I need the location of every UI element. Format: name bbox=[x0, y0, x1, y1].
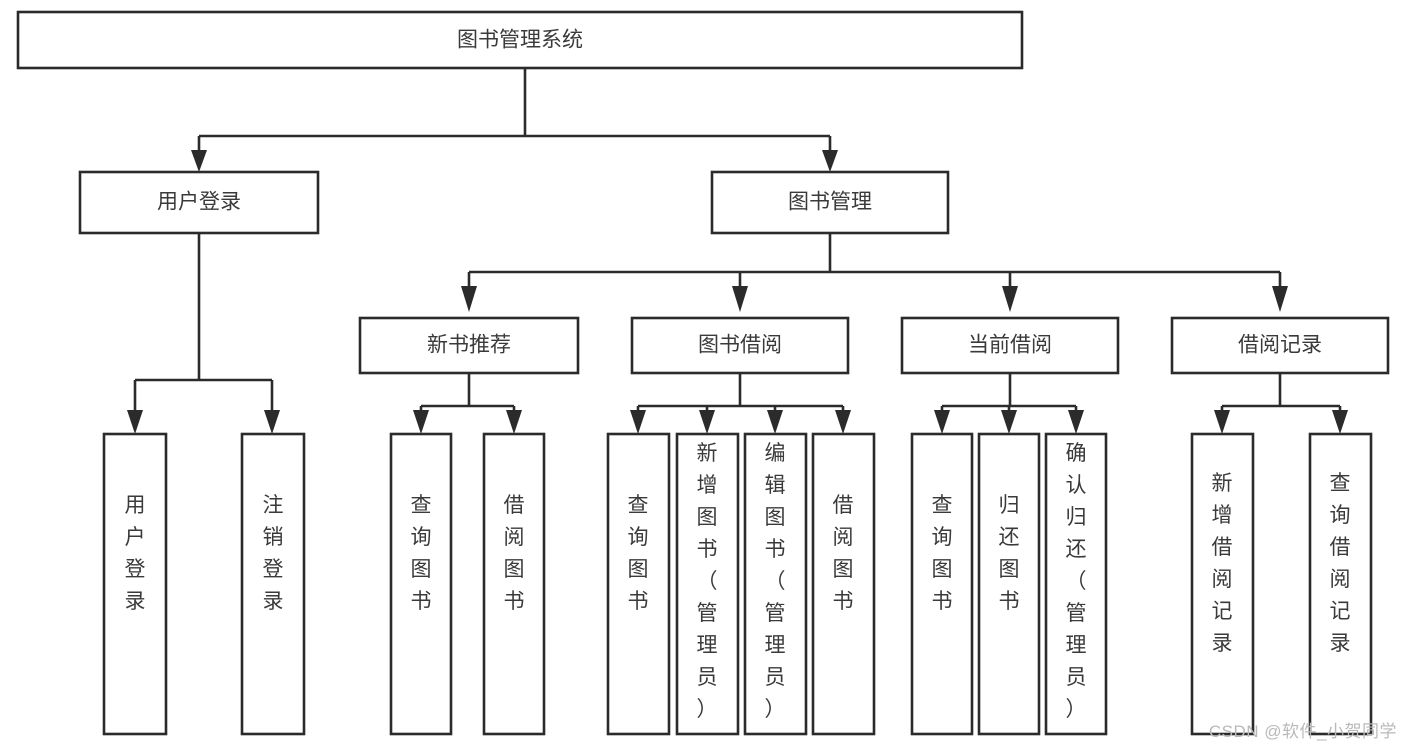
node-borrow-record-box[interactable] bbox=[1170, 316, 1390, 375]
node-leaf-edit-book[interactable]: 编辑图书（管理员） bbox=[743, 432, 808, 736]
node-leaf-add-record[interactable]: 新增借阅记录 bbox=[1190, 432, 1255, 736]
arrow-head-leaf-borrow-book-2 bbox=[835, 410, 851, 434]
node-new-book-recommend[interactable]: 新书推荐 bbox=[358, 316, 580, 375]
node-leaf-edit-book-box[interactable] bbox=[743, 432, 808, 736]
node-book-manage-box[interactable] bbox=[710, 170, 950, 235]
node-root-label: 图书管理系统 bbox=[457, 29, 583, 52]
node-leaf-query-book-2-box[interactable] bbox=[606, 432, 671, 736]
node-leaf-query-book-1-label: 查询图书 bbox=[411, 494, 432, 613]
node-current-borrow[interactable]: 当前借阅 bbox=[900, 316, 1120, 375]
node-leaf-borrow-book-1-box[interactable] bbox=[482, 432, 546, 736]
node-borrow-record[interactable]: 借阅记录 bbox=[1170, 316, 1390, 375]
node-book-borrow-box[interactable] bbox=[630, 316, 850, 375]
node-leaf-borrow-book-2-box[interactable] bbox=[811, 432, 876, 736]
node-leaf-user-login-box[interactable] bbox=[102, 432, 168, 736]
node-leaf-user-login-label: 用户登录 bbox=[125, 494, 146, 613]
node-leaf-query-book-2[interactable]: 查询图书 bbox=[606, 432, 671, 736]
connector-layer bbox=[127, 69, 1348, 434]
node-leaf-add-record-label: 新增借阅记录 bbox=[1212, 472, 1233, 655]
node-leaf-logout[interactable]: 注销登录 bbox=[240, 432, 306, 736]
node-book-manage-label: 图书管理 bbox=[788, 191, 872, 214]
node-book-manage[interactable]: 图书管理 bbox=[710, 170, 950, 235]
node-leaf-query-book-1[interactable]: 查询图书 bbox=[389, 432, 453, 736]
node-user-login-label: 用户登录 bbox=[157, 191, 241, 214]
arrow-head-leaf-add-record bbox=[1214, 410, 1230, 434]
node-leaf-edit-book-label: 编辑图书（管理员） bbox=[765, 442, 786, 721]
node-leaf-return-book-label: 归还图书 bbox=[999, 494, 1020, 613]
node-new-book-recommend-box[interactable] bbox=[358, 316, 580, 375]
node-leaf-query-record[interactable]: 查询借阅记录 bbox=[1308, 432, 1373, 736]
arrow-head-leaf-confirm-return bbox=[1068, 410, 1084, 434]
arrow-head-leaf-edit-book bbox=[767, 410, 783, 434]
node-leaf-borrow-book-1-label: 借阅图书 bbox=[504, 494, 525, 613]
node-leaf-add-record-box[interactable] bbox=[1190, 432, 1255, 736]
arrow-head-leaf-add-book bbox=[699, 410, 715, 434]
node-leaf-query-book-1-box[interactable] bbox=[389, 432, 453, 736]
arrow-head-new-book-recommend bbox=[461, 286, 477, 312]
node-leaf-add-book[interactable]: 新增图书（管理员） bbox=[675, 432, 740, 736]
node-leaf-logout-label: 注销登录 bbox=[263, 494, 284, 613]
node-current-borrow-label: 当前借阅 bbox=[968, 334, 1052, 357]
arrow-head-leaf-query-book-3 bbox=[934, 410, 950, 434]
node-leaf-add-book-box[interactable] bbox=[675, 432, 740, 736]
node-book-borrow[interactable]: 图书借阅 bbox=[630, 316, 850, 375]
node-user-login[interactable]: 用户登录 bbox=[78, 170, 320, 235]
arrow-head-leaf-logout bbox=[264, 410, 280, 434]
arrow-head-leaf-borrow-book-1 bbox=[506, 410, 522, 434]
node-leaf-borrow-book-2[interactable]: 借阅图书 bbox=[811, 432, 876, 736]
node-leaf-query-book-3-box[interactable] bbox=[910, 432, 974, 736]
node-leaf-return-book[interactable]: 归还图书 bbox=[977, 432, 1041, 736]
node-leaf-query-record-label: 查询借阅记录 bbox=[1330, 472, 1351, 655]
node-current-borrow-box[interactable] bbox=[900, 316, 1120, 375]
node-leaf-query-book-3-label: 查询图书 bbox=[932, 494, 953, 613]
node-new-book-recommend-label: 新书推荐 bbox=[427, 334, 511, 357]
arrow-head-book-manage bbox=[822, 150, 838, 172]
node-leaf-confirm-return[interactable]: 确认归还（管理员） bbox=[1044, 432, 1108, 736]
node-leaf-add-book-label: 新增图书（管理员） bbox=[697, 442, 718, 721]
node-root-box[interactable] bbox=[16, 10, 1024, 70]
node-book-borrow-label: 图书借阅 bbox=[698, 334, 782, 357]
node-leaf-query-book-2-label: 查询图书 bbox=[628, 494, 649, 613]
node-user-login-box[interactable] bbox=[78, 170, 320, 235]
arrow-head-user-login bbox=[191, 150, 207, 172]
arrow-head-leaf-return-book bbox=[1001, 410, 1017, 434]
arrow-head-leaf-query-book-2 bbox=[630, 410, 646, 434]
node-leaf-query-record-box[interactable] bbox=[1308, 432, 1373, 736]
node-leaf-query-book-3[interactable]: 查询图书 bbox=[910, 432, 974, 736]
node-leaf-return-book-box[interactable] bbox=[977, 432, 1041, 736]
node-root[interactable]: 图书管理系统 bbox=[16, 10, 1024, 70]
arrow-head-leaf-query-book-1 bbox=[413, 410, 429, 434]
node-leaf-user-login[interactable]: 用户登录 bbox=[102, 432, 168, 736]
arrow-head-book-borrow bbox=[732, 286, 748, 312]
arrow-head-borrow-record bbox=[1272, 286, 1288, 312]
arrow-head-leaf-user-login bbox=[127, 410, 143, 434]
node-leaf-borrow-book-2-label: 借阅图书 bbox=[833, 494, 854, 613]
node-borrow-record-label: 借阅记录 bbox=[1238, 334, 1322, 357]
watermark-text: CSDN @软件_小贺同学 bbox=[1208, 722, 1397, 741]
arrow-head-current-borrow bbox=[1002, 286, 1018, 312]
node-leaf-logout-box[interactable] bbox=[240, 432, 306, 736]
node-leaf-confirm-return-label: 确认归还（管理员） bbox=[1066, 442, 1087, 721]
node-leaf-borrow-book-1[interactable]: 借阅图书 bbox=[482, 432, 546, 736]
node-leaf-confirm-return-box[interactable] bbox=[1044, 432, 1108, 736]
arrow-head-leaf-query-record bbox=[1332, 410, 1348, 434]
